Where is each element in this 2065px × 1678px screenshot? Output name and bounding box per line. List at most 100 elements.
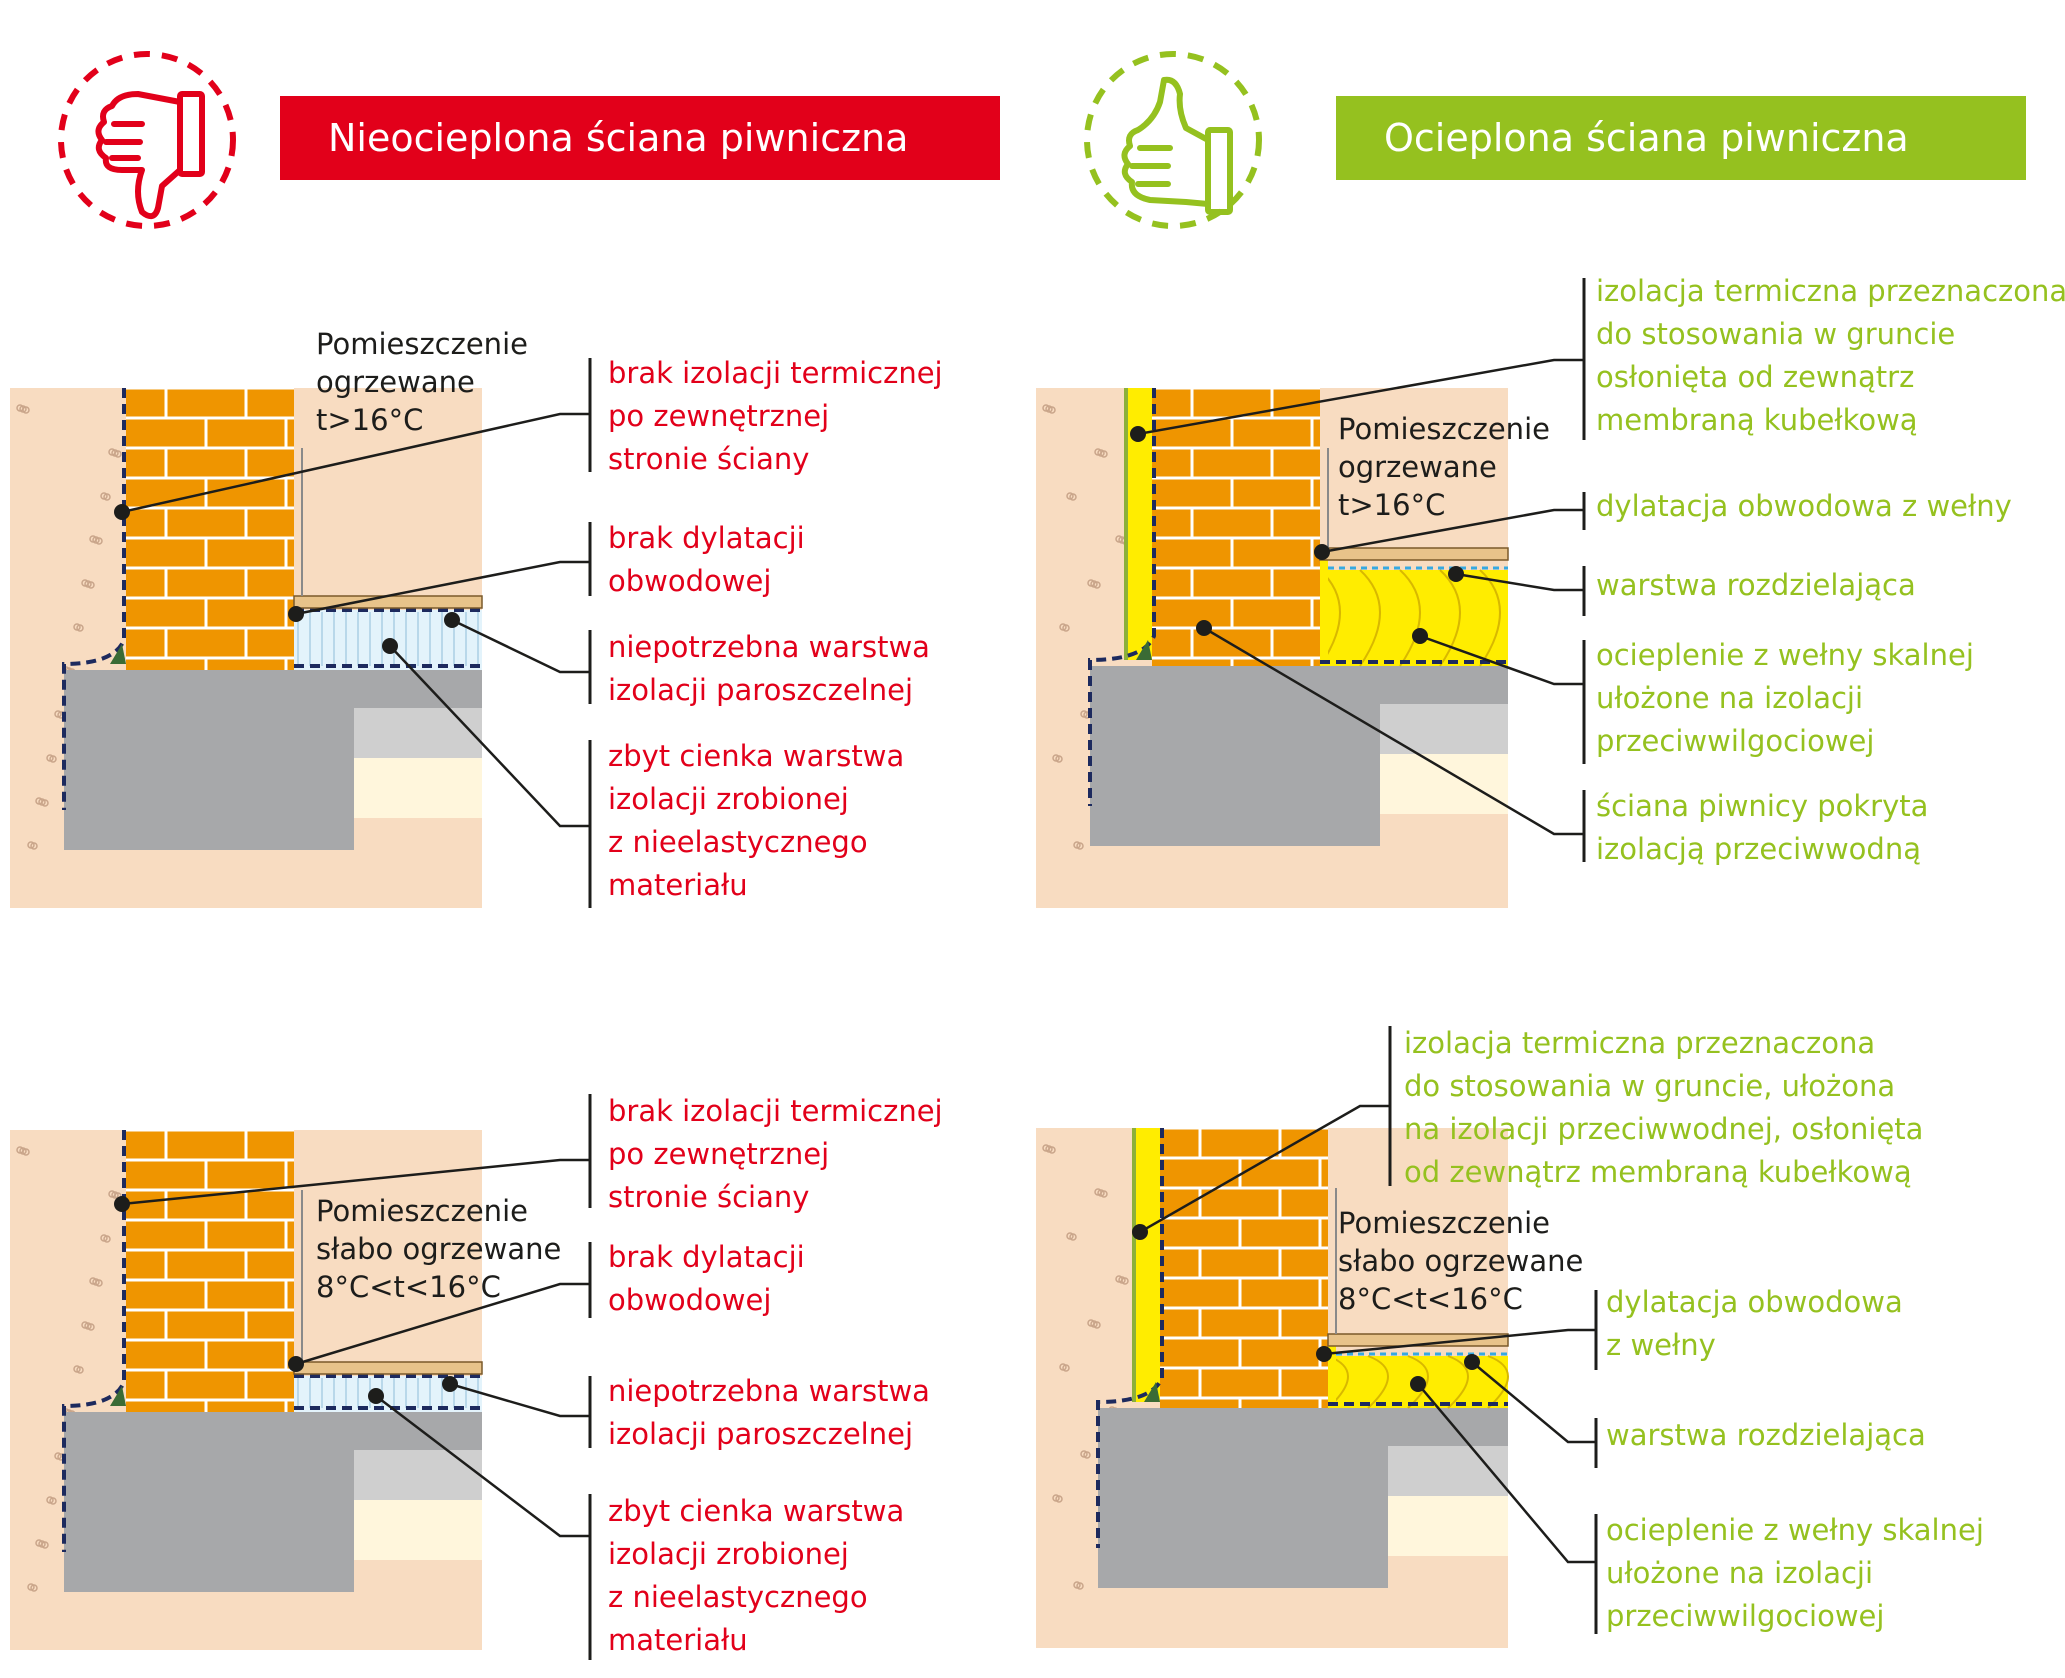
tr-waterproofing xyxy=(1088,388,1156,806)
br-wool-fiber xyxy=(1407,1355,1429,1409)
tr-soil-grain xyxy=(1093,581,1101,589)
header-unheated-title: Nieocieplona ściana piwniczna xyxy=(328,116,909,160)
bl-1-leader-line xyxy=(121,1158,590,1206)
tr-concrete-slab xyxy=(1320,666,1508,704)
br-soil-grain xyxy=(1069,1233,1077,1241)
tr-3-leader-line xyxy=(1455,572,1584,592)
bl-2-leader-line xyxy=(295,1282,590,1366)
tr-5-leader-line xyxy=(1203,626,1584,836)
tr-floor-finish xyxy=(1319,547,1509,561)
tr-2-leader-dot xyxy=(1314,544,1330,560)
bl-2-leader-dot xyxy=(288,1356,304,1372)
br-soil-grain xyxy=(1062,1364,1070,1372)
bl-4-leader-dot xyxy=(368,1388,384,1404)
br-fillet xyxy=(1144,1382,1160,1402)
tl-soil-grain xyxy=(87,581,95,589)
tl-fillet xyxy=(110,644,126,664)
tr-soil-grain xyxy=(1069,493,1077,501)
br-perimeter-wool xyxy=(1328,1334,1336,1408)
good-badge xyxy=(1084,51,1262,229)
tr-4-leader-line xyxy=(1419,634,1584,686)
tr-label-perimeter-wool: dylatacja obwodowa z wełny xyxy=(1596,489,2012,523)
bl-soil-grain xyxy=(49,1497,57,1505)
br-soil-grain xyxy=(1083,1451,1091,1459)
bl-4-leader-line xyxy=(375,1395,590,1538)
tr-1-leader-line xyxy=(1137,358,1584,436)
tl-soil-grain xyxy=(49,755,57,763)
tr-5-leader-dot xyxy=(1196,620,1212,636)
tl-2-leader-line xyxy=(295,560,590,616)
br-waterproofing xyxy=(1096,1128,1164,1548)
bad-badge xyxy=(58,51,236,229)
br-3-leader-dot xyxy=(1464,1354,1480,1370)
br-1-leader-dot xyxy=(1132,1224,1148,1240)
br-1-leader-line xyxy=(1139,1104,1390,1234)
tr-1-leader-dot xyxy=(1130,426,1146,442)
tr-4-leader-dot xyxy=(1412,628,1428,644)
tr-soil-grain xyxy=(1062,624,1070,632)
br-soil-grain xyxy=(1121,1277,1129,1285)
br-2-leader-dot xyxy=(1316,1346,1332,1362)
tr-soil-grain xyxy=(1100,450,1108,458)
tl-floor-finish xyxy=(293,595,483,609)
tl-brick-wall xyxy=(126,388,294,670)
br-soil-grain xyxy=(1048,1146,1056,1154)
tl-2-leader-dot xyxy=(288,606,304,622)
bl-1-leader-dot xyxy=(114,1196,130,1212)
tr-3-leader-dot xyxy=(1448,566,1464,582)
tl-4-leader-line xyxy=(389,645,590,828)
bl-soil-grain xyxy=(76,1366,84,1374)
tl-soil-grain xyxy=(95,537,103,545)
br-ground-insulation xyxy=(1134,1128,1160,1402)
tl-waterproofing xyxy=(62,388,126,810)
tr-perimeter-wool xyxy=(1320,548,1328,666)
header-insulated-title: Ocieplona ściana piwniczna xyxy=(1384,116,1909,160)
tl-3-leader-line xyxy=(451,618,590,674)
br-soil-grain xyxy=(1100,1190,1108,1198)
thumbs-down-icon xyxy=(95,91,205,220)
thumbs-up-icon xyxy=(1121,76,1233,215)
tl-soil-grain xyxy=(103,493,111,501)
bl-soil-grain xyxy=(41,1541,49,1549)
tl-soil-grain xyxy=(114,450,122,458)
bl-concrete-slab xyxy=(294,1412,482,1450)
bl-soil-grain xyxy=(30,1584,38,1592)
br-2-leader-line xyxy=(1323,1328,1596,1356)
tr-brick-wall xyxy=(1152,388,1320,666)
tr-label-separation-layer: warstwa rozdzielająca xyxy=(1596,568,1916,602)
tl-1-leader-line xyxy=(121,412,590,514)
br-4-leader-line xyxy=(1417,1383,1596,1564)
tr-soil-grain xyxy=(1055,755,1063,763)
tl-3-leader-dot xyxy=(444,612,460,628)
bl-3-leader-dot xyxy=(442,1376,458,1392)
tl-1-leader-dot xyxy=(114,504,130,520)
tr-soil-grain xyxy=(1076,842,1084,850)
tr-rock-wool xyxy=(1320,570,1508,666)
tl-concrete-slab xyxy=(294,670,482,708)
br-wool-fiber xyxy=(1487,1355,1509,1409)
tr-wool-fiber xyxy=(1359,569,1381,667)
bl-soil-grain xyxy=(87,1323,95,1331)
br-4-leader-dot xyxy=(1410,1376,1426,1392)
br-wool-fiber xyxy=(1447,1355,1469,1409)
bl-soil-grain xyxy=(103,1235,111,1243)
br-3-leader-line xyxy=(1471,1361,1596,1444)
bl-brick-wall xyxy=(126,1130,294,1412)
br-soil-grain xyxy=(1093,1321,1101,1329)
tr-soil-grain xyxy=(1048,406,1056,414)
br-concrete-slab xyxy=(1328,1408,1508,1446)
bl-waterproofing xyxy=(62,1130,126,1552)
